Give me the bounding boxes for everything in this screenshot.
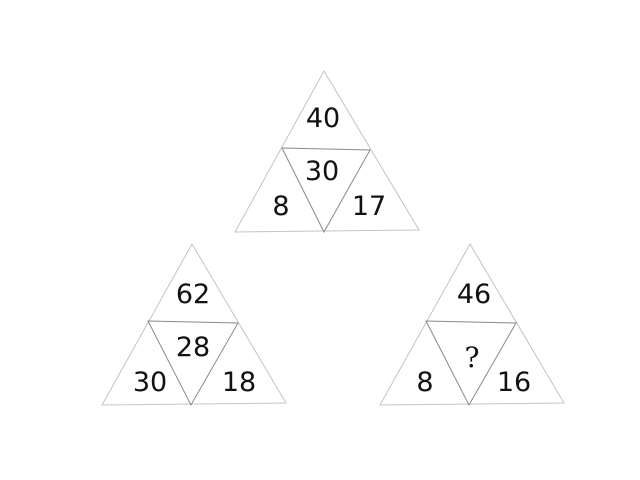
left-number: 30: [133, 367, 167, 398]
left-number: 8: [272, 191, 289, 222]
left-number: 8: [416, 367, 433, 398]
triangle-puzzle-1: 40 30 8 17: [234, 69, 420, 234]
right-number: 17: [352, 191, 386, 222]
right-number: 18: [222, 367, 256, 398]
right-number: 16: [497, 367, 531, 398]
top-number: 40: [306, 103, 340, 134]
top-number: 46: [457, 279, 491, 310]
outer-triangle: [234, 69, 420, 233]
inner-triangle: [281, 147, 371, 234]
triangle-puzzle-2: 62 28 30 18: [101, 242, 287, 407]
outer-triangle: [101, 242, 287, 406]
center-number: 30: [305, 156, 339, 187]
inner-triangle: [425, 320, 517, 407]
triangle-puzzle-3: 46 ? 8 16: [379, 242, 565, 407]
outer-triangle: [379, 242, 565, 406]
top-number: 62: [176, 279, 210, 310]
center-unknown: ?: [464, 341, 479, 374]
center-number: 28: [176, 332, 210, 363]
inner-triangle: [147, 320, 239, 407]
